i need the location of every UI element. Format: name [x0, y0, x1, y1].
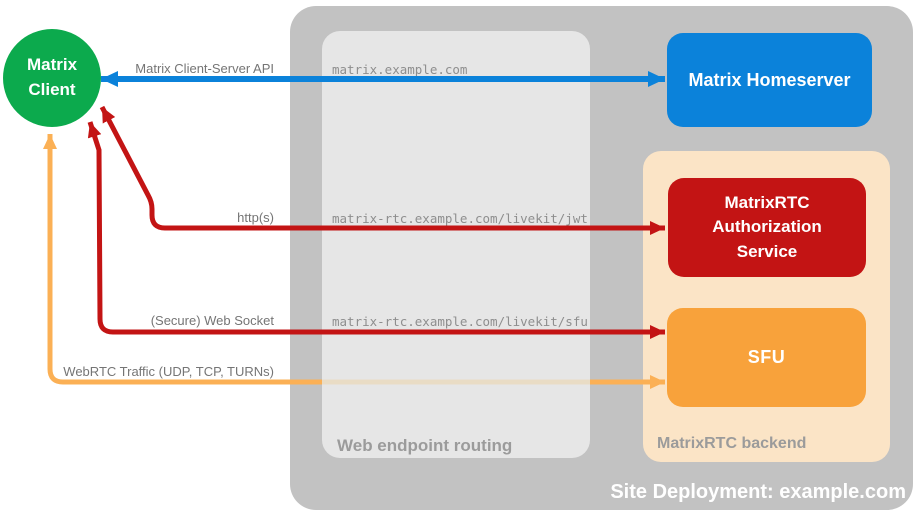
sfu-node-label: SFU: [747, 347, 786, 367]
endpoint-matrix-domain: matrix.example.com: [332, 62, 468, 77]
endpoint-livekit-sfu: matrix-rtc.example.com/livekit/sfu: [332, 314, 588, 329]
matrix-homeserver-node-label: Matrix Homeserver: [688, 69, 851, 90]
matrix-client-node-label: Matrix Client: [26, 55, 78, 99]
websocket-arrow-label: (Secure) Web Socket: [150, 313, 274, 328]
matrixrtc-authorization-service-node-label: MatrixRTC Authorization Service: [712, 193, 822, 261]
sfu-node: SFU: [667, 308, 866, 407]
web-endpoint-routing-panel: [322, 31, 590, 458]
matrixrtc-authorization-service-node: MatrixRTC Authorization Service: [668, 178, 866, 277]
webrtc-arrow: [43, 134, 322, 385]
matrix-client-node: Matrix Client: [3, 29, 101, 127]
https-arrow-label: http(s): [237, 210, 274, 225]
web-endpoint-routing-label: Web endpoint routing: [337, 436, 513, 455]
site-deployment-label: Site Deployment: example.com: [610, 481, 906, 503]
matrix-homeserver-node: Matrix Homeserver: [667, 33, 872, 127]
matrixrtc-backend-label: MatrixRTC backend: [657, 435, 807, 452]
endpoint-livekit-jwt: matrix-rtc.example.com/livekit/jwt: [332, 211, 588, 226]
webrtc-arrow-label: WebRTC Traffic (UDP, TCP, TURNs): [63, 364, 274, 379]
